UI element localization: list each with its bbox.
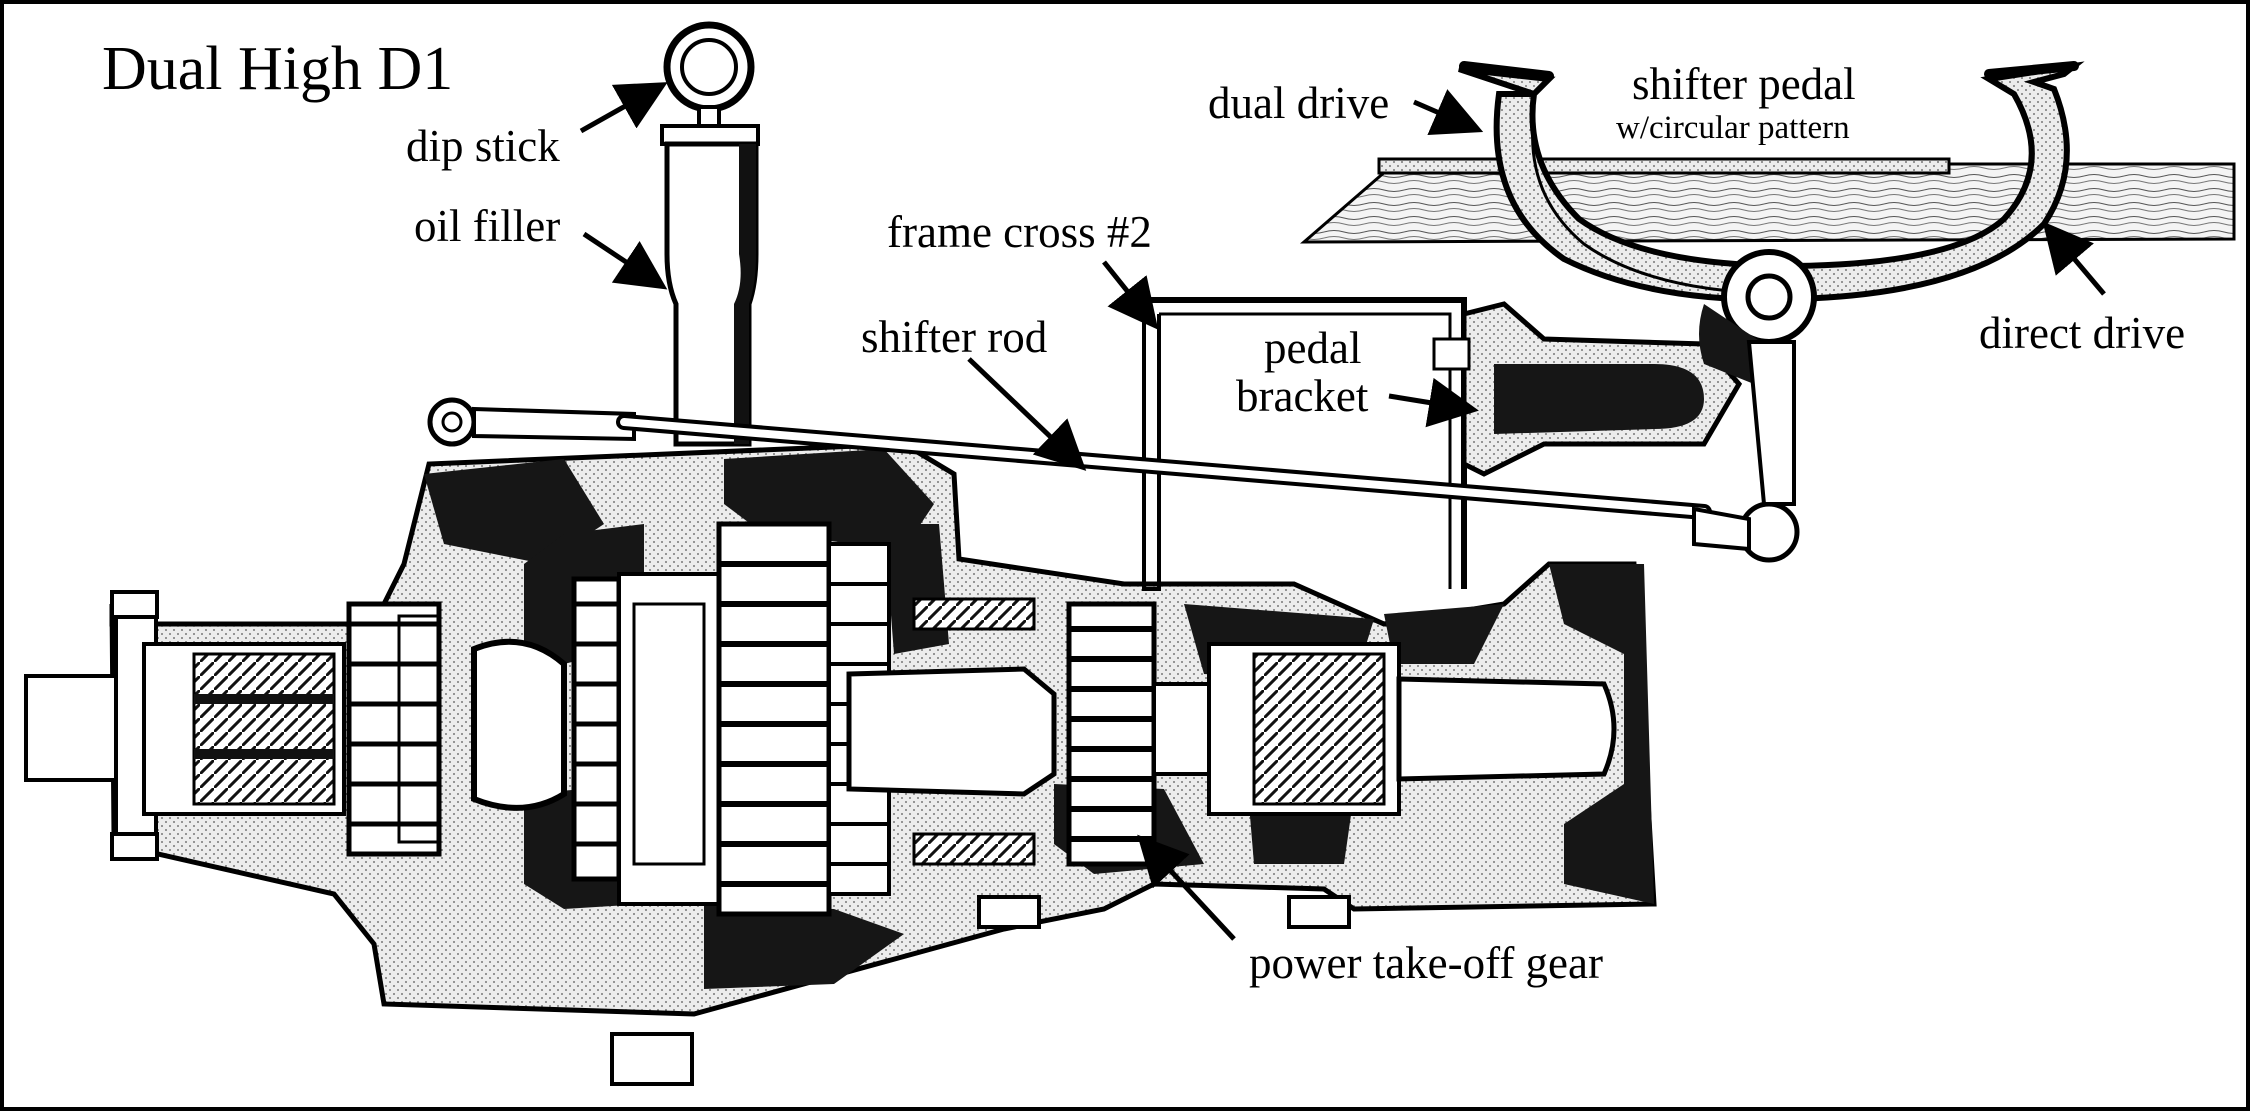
dip-stick (663, 21, 755, 131)
transmission-illustration (24, 21, 2236, 1086)
label-direct-drive: direct drive (1979, 308, 2186, 358)
shifter-rod (616, 414, 1800, 563)
label-frame-cross: frame cross #2 (887, 207, 1152, 257)
label-pedal-bracket-1: pedal (1264, 323, 1362, 373)
label-pedal-bracket-2: bracket (1236, 371, 1369, 421)
output-shaft (846, 601, 1617, 867)
label-shifter-rod: shifter rod (861, 312, 1048, 362)
label-oil-filler: oil filler (414, 201, 561, 251)
floorboard (1299, 157, 2236, 244)
label-power-takeoff: power take-off gear (1249, 938, 1603, 988)
label-shifter-pedal: shifter pedal (1632, 59, 1856, 109)
diagram-title: Dual High D1 (102, 35, 454, 103)
drain-plugs (110, 590, 1351, 1086)
pedal-bracket (1432, 301, 1743, 477)
input-shaft (24, 602, 346, 836)
leader-arrows (579, 82, 2106, 941)
label-dip-stick: dip stick (406, 121, 560, 171)
oil-filler-tube (660, 124, 760, 447)
countershaft (912, 597, 1036, 866)
shifter-pedal (1458, 61, 2085, 506)
label-shifter-pedal-sub: w/circular pattern (1616, 110, 1850, 146)
shifter-linkage (427, 397, 636, 447)
label-dual-drive: dual drive (1208, 78, 1390, 128)
